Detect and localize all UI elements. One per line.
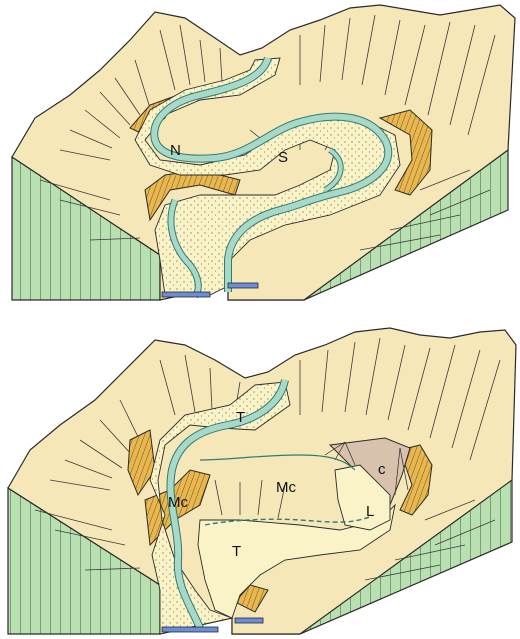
label-lake: L — [366, 503, 374, 520]
outlet-left — [162, 292, 210, 297]
label-neck: N — [170, 142, 181, 159]
block-diagram-bottom: T Mc Mc L c T — [0, 320, 520, 639]
label-terrace-lower: T — [232, 543, 241, 560]
block-diagram-top: N S — [0, 0, 520, 320]
outlet-left-2 — [162, 627, 218, 632]
label-meander-core-left: Mc — [168, 494, 188, 511]
label-cone: c — [378, 461, 386, 478]
outlet-right — [228, 283, 258, 288]
label-terrace-upper: T — [236, 409, 245, 426]
outlet-right-2 — [235, 618, 263, 623]
label-meander-core-center: Mc — [276, 479, 296, 496]
label-spur: S — [278, 149, 288, 166]
